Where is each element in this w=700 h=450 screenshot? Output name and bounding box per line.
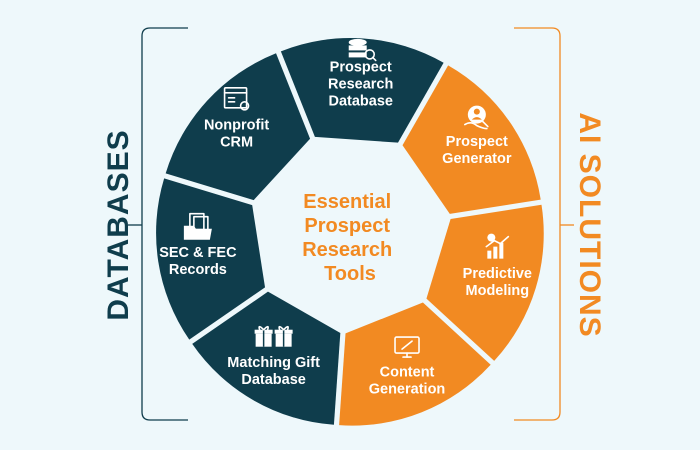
ai-solutions-bracket bbox=[514, 27, 561, 421]
center-title: Essential Prospect Research Tools bbox=[302, 191, 398, 285]
monitor-edit-icon bbox=[394, 336, 420, 358]
segment-label-line: SEC & FEC bbox=[159, 245, 237, 261]
center-title-line: Research bbox=[302, 239, 392, 261]
database-search-icon bbox=[348, 38, 377, 62]
segment-label-line: Research bbox=[328, 76, 393, 92]
gift-boxes-icon bbox=[254, 325, 293, 347]
segment-label-line: Matching Gift bbox=[227, 355, 320, 371]
segment-label-line: Generator bbox=[442, 151, 512, 167]
segment-label-line: Database bbox=[241, 372, 305, 388]
segment-label-line: Generation bbox=[369, 382, 446, 398]
segment-shape bbox=[426, 204, 544, 361]
segment-label-line: Nonprofit bbox=[204, 117, 269, 133]
segment-label-line: Predictive bbox=[463, 266, 532, 282]
segment-shape bbox=[402, 65, 541, 214]
segment-label-line: Records bbox=[169, 262, 227, 278]
person-search-icon bbox=[464, 105, 489, 130]
segment-label-line: Prospect bbox=[446, 134, 508, 150]
folder-documents-icon bbox=[183, 212, 212, 240]
center-title-line: Tools bbox=[324, 263, 376, 285]
center-title-line: Prospect bbox=[304, 215, 390, 237]
databases-label: DATABASES bbox=[102, 129, 135, 320]
segment-label-line: Prospect bbox=[330, 59, 392, 75]
databases-bracket bbox=[141, 27, 188, 421]
segment-shape bbox=[156, 178, 266, 340]
segment-label-line: Content bbox=[380, 365, 435, 381]
crm-window-icon bbox=[223, 87, 250, 111]
center-title-line: Essential bbox=[303, 191, 391, 213]
segment-label-line: CRM bbox=[220, 134, 253, 150]
segment-shape bbox=[165, 53, 311, 201]
segment-shape bbox=[280, 38, 444, 143]
segment-label-line: Modeling bbox=[466, 283, 530, 299]
growth-chart-icon bbox=[485, 233, 510, 259]
segment-shape bbox=[192, 291, 341, 425]
segment-shape bbox=[339, 302, 491, 426]
ai-solutions-label: AI SOLUTIONS bbox=[573, 112, 606, 337]
segment-label-line: Database bbox=[328, 93, 392, 109]
